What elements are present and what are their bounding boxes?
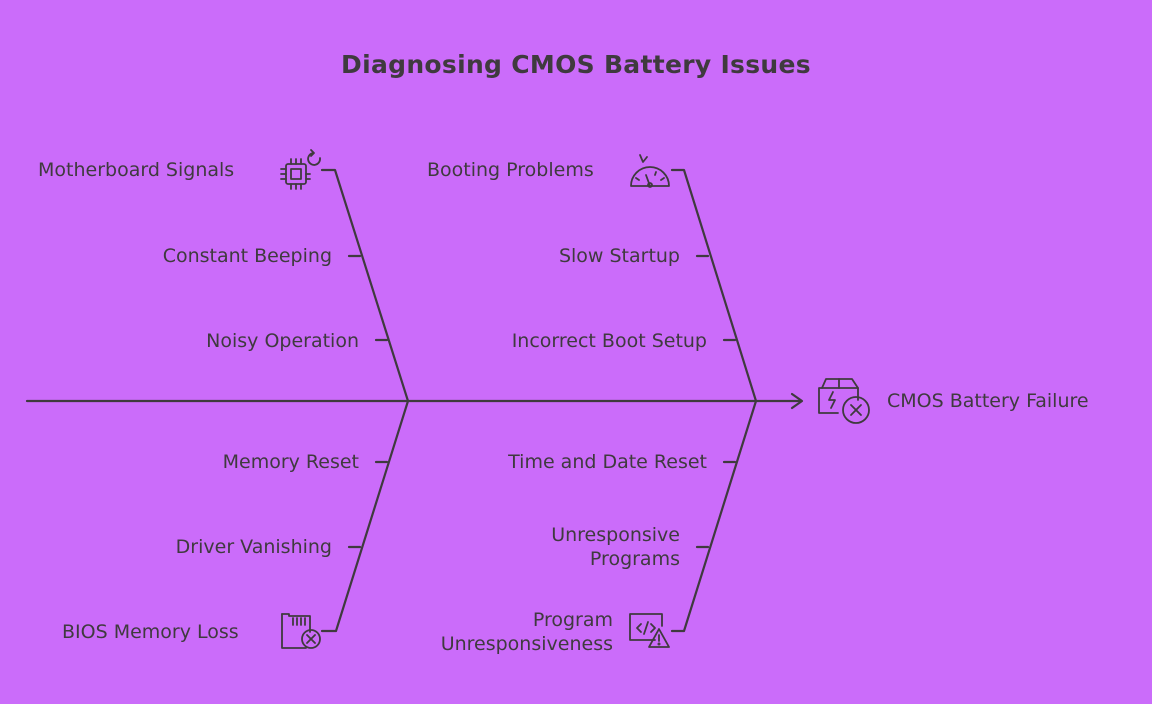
cause-driver-vanishing: Driver Vanishing	[175, 536, 332, 558]
memory-card-error-icon	[281, 613, 321, 649]
cause-incorrect-boot-setup: Incorrect Boot Setup	[511, 330, 707, 352]
category-program-line2: Unresponsiveness	[440, 633, 613, 655]
category-booting-problems: Booting Problems	[427, 159, 594, 181]
effect-cmos-battery-failure: CMOS Battery Failure	[887, 390, 1089, 412]
chip-refresh-icon	[280, 149, 321, 190]
battery-box-error-icon	[818, 378, 870, 424]
code-warning-icon	[629, 613, 670, 648]
cause-noisy-operation: Noisy Operation	[206, 330, 359, 352]
cause-memory-reset: Memory Reset	[222, 451, 359, 473]
category-motherboard-signals: Motherboard Signals	[38, 159, 235, 181]
category-bios-memory-loss: BIOS Memory Loss	[62, 621, 239, 643]
bone-booting	[670, 168, 758, 403]
cause-time-and-date-reset: Time and Date Reset	[508, 451, 707, 473]
bone-program	[670, 399, 758, 633]
category-program-unresponsiveness: Program Unresponsiveness	[400, 608, 613, 656]
category-program-line1: Program	[532, 609, 613, 631]
speedometer-icon	[630, 154, 670, 188]
bone-motherboard	[320, 168, 410, 403]
cause-constant-beeping: Constant Beeping	[162, 245, 332, 267]
spine-arrowhead	[790, 392, 804, 410]
cause-unresponsive-programs-line2: Programs	[589, 548, 680, 570]
diagram-title: Diagnosing CMOS Battery Issues	[341, 50, 811, 79]
cause-slow-startup: Slow Startup	[558, 245, 680, 267]
cause-unresponsive-programs: Unresponsive Programs	[480, 523, 680, 571]
cause-unresponsive-programs-line1: Unresponsive	[551, 524, 680, 546]
bone-bios	[320, 399, 410, 633]
spine-line	[25, 399, 802, 403]
